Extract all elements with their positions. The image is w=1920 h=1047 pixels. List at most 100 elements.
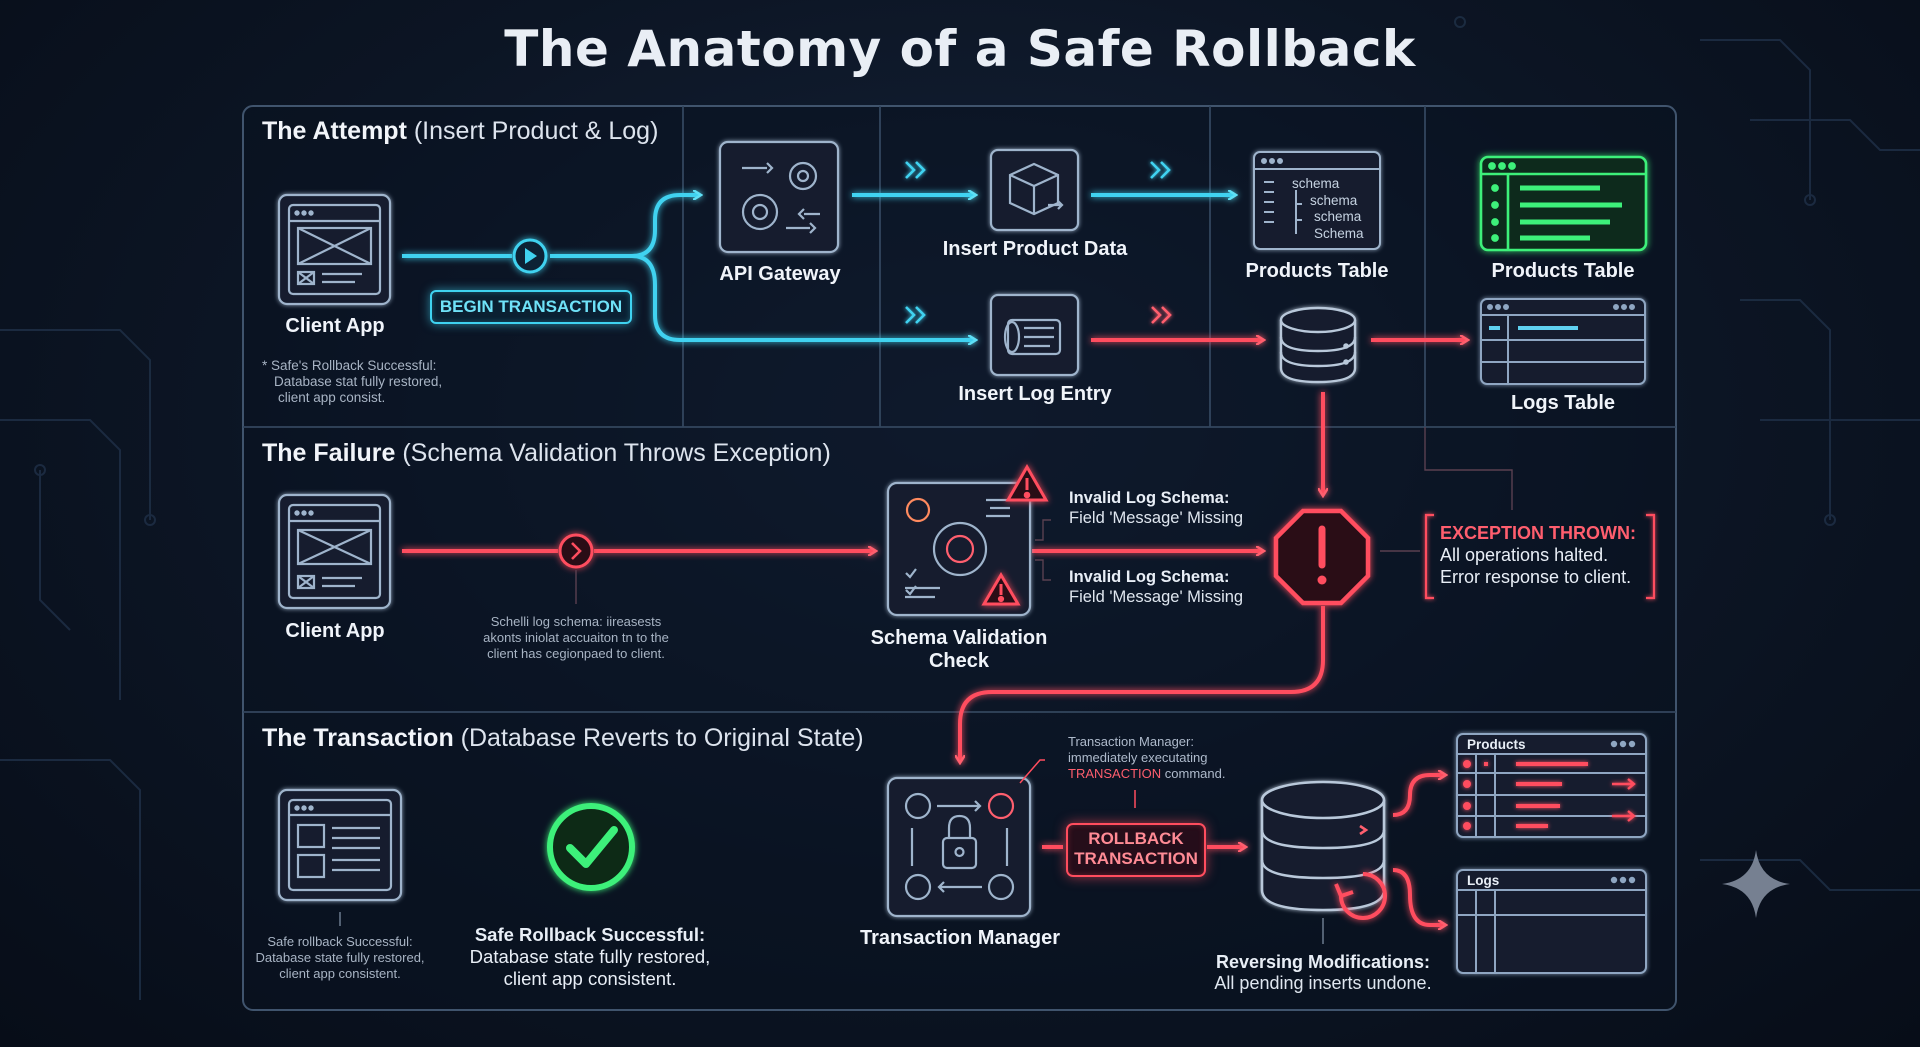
exception-title: EXCEPTION THROWN: <box>1440 523 1636 543</box>
note-red-word: TRANSACTION <box>1068 766 1162 781</box>
label-line: Check <box>928 650 990 672</box>
success-title: Safe Rollback Successful: <box>474 924 706 945</box>
database-rollback-icon <box>1260 780 1386 912</box>
transaction-note: Safe rollback Successful: Database state… <box>240 934 440 982</box>
products-table-label: Products Table <box>1491 260 1635 282</box>
insert-log-icon <box>989 293 1080 377</box>
error-detail: Field 'Message' Missing <box>1069 588 1244 606</box>
error-message-1: Invalid Log Schema: Field 'Message' Miss… <box>1069 488 1243 528</box>
section-heading-failure: The Failure (Schema Validation Throws Ex… <box>262 439 831 468</box>
schema-table-icon <box>1253 151 1381 250</box>
logs-table-label: Logs Table <box>1510 392 1616 414</box>
transaction-manager-icon <box>886 776 1032 918</box>
reversing-sub: All pending inserts undone. <box>1214 973 1432 993</box>
chevrons-red <box>1151 306 1172 324</box>
note-line: TRANSACTION command. <box>1068 766 1225 782</box>
client-app-icon-transaction <box>277 788 403 902</box>
error-title: Invalid Log Schema: <box>1069 489 1230 507</box>
note-line: Safe rollback Successful: <box>267 934 413 949</box>
products-table-green-icon <box>1479 155 1648 252</box>
api-gateway-label: API Gateway <box>719 263 841 285</box>
database-icon <box>1279 306 1357 384</box>
note-line: client app consist. <box>278 390 386 405</box>
warning-icon <box>981 463 1049 606</box>
schema-line: Schema <box>1314 225 1364 241</box>
products-red-rows <box>1463 760 1636 830</box>
note-line: client has cegionpaed to client. <box>487 646 665 661</box>
log-red-flow <box>1091 340 1467 495</box>
success-check-icon <box>547 803 635 891</box>
insert-product-label: Insert Product Data <box>942 238 1128 260</box>
error-message-2: Invalid Log Schema: Field 'Message' Miss… <box>1069 567 1243 607</box>
sparkle-icon <box>1722 850 1790 918</box>
page-title: The Anatomy of a Safe Rollback <box>504 20 1416 78</box>
schema-line: schema <box>1292 176 1340 191</box>
section-heading-bold: The Transaction <box>262 724 454 752</box>
section-heading-transaction: The Transaction (Database Reverts to Ori… <box>262 724 864 753</box>
schema-validation-label: Schema Validation Check <box>859 627 1059 673</box>
exception-bracket <box>1424 513 1656 600</box>
error-title: Invalid Log Schema: <box>1069 568 1230 586</box>
client-app-icon-failure <box>277 493 392 610</box>
success-line: Database state fully restored, <box>469 946 711 967</box>
badge-line: ROLLBACK <box>1088 829 1184 848</box>
client-app-label: Client App <box>285 315 385 337</box>
begin-transaction-badge: BEGIN TRANSACTION <box>430 290 632 324</box>
schema-line: schema <box>1310 192 1358 208</box>
section-heading-bold: The Attempt <box>262 117 407 145</box>
exception-thrown-box: EXCEPTION THROWN: All operations halted.… <box>1440 522 1636 588</box>
badge-line: TRANSACTION <box>1074 849 1198 868</box>
undo-icon <box>1334 872 1387 920</box>
failure-red-flow <box>402 551 1325 762</box>
section-heading-attempt: The Attempt (Insert Product & Log) <box>262 117 658 146</box>
schema-validation-icon <box>886 481 1032 617</box>
section-heading-sub: (Database Reverts to Original State) <box>460 724 864 752</box>
label-line: Schema Validation <box>870 627 1048 649</box>
api-gateway-icon <box>718 140 840 254</box>
note-line: Schelli log schema: iireasests <box>490 614 662 629</box>
failure-note: Schelli log schema: iireasests akonts in… <box>456 614 696 662</box>
note-rest: command. <box>1161 766 1226 781</box>
attempt-cyan-flow <box>402 195 1235 340</box>
attempt-note: * Safe's Rollback Successful: Database s… <box>262 358 442 406</box>
note-line: akonts iniolat accuaiton tn to the <box>483 630 669 645</box>
note-line: immediately executating <box>1068 750 1208 765</box>
products-table-title: Products <box>1467 737 1526 752</box>
success-message: Safe Rollback Successful: Database state… <box>450 924 730 990</box>
note-line: Database state fully restored, <box>255 950 425 965</box>
failure-leader-lines <box>575 427 1513 604</box>
section-heading-sub: (Insert Product & Log) <box>413 117 659 145</box>
note-line: Database stat fully restored, <box>274 374 443 389</box>
failure-node <box>558 533 594 569</box>
schema-list: schema schema schema Schema <box>1292 176 1364 242</box>
exception-line: Error response to client. <box>1440 567 1632 587</box>
logs-table-icon <box>1480 298 1646 385</box>
chevrons-cyan <box>905 161 1171 324</box>
client-app-icon <box>277 193 392 306</box>
reversing-message: Reversing Modifications: All pending ins… <box>1190 952 1456 994</box>
products-table-schema-label: Products Table <box>1245 260 1389 282</box>
note-line: Transaction Manager: <box>1068 734 1194 749</box>
rollback-transaction-badge: ROLLBACK TRANSACTION <box>1066 823 1206 877</box>
note-line: client app consistent. <box>279 966 401 981</box>
exception-stop-icon <box>1273 508 1371 606</box>
section-heading-bold: The Failure <box>262 439 396 467</box>
insert-log-label: Insert Log Entry <box>958 383 1112 405</box>
client-app-failure-label: Client App <box>285 620 385 642</box>
circuit-decoration <box>0 16 1920 1000</box>
logs-table-rollback-icon <box>1456 869 1647 974</box>
schema-line: schema <box>1314 209 1362 224</box>
transaction-manager-label: Transaction Manager <box>859 927 1061 949</box>
insert-product-icon <box>989 148 1080 232</box>
section-heading-sub: (Schema Validation Throws Exception) <box>402 439 831 467</box>
success-line: client app consistent. <box>503 968 677 989</box>
play-node <box>512 238 548 274</box>
note-line: * Safe's Rollback Successful: <box>262 358 437 373</box>
error-detail: Field 'Message' Missing <box>1069 509 1244 527</box>
manager-note: Transaction Manager: immediately executa… <box>1068 734 1225 782</box>
rollback-red-flow <box>1042 775 1445 925</box>
manager-note-leader <box>1019 759 1136 808</box>
logs-table-title: Logs <box>1467 873 1500 888</box>
reversing-title: Reversing Modifications: <box>1215 952 1431 972</box>
